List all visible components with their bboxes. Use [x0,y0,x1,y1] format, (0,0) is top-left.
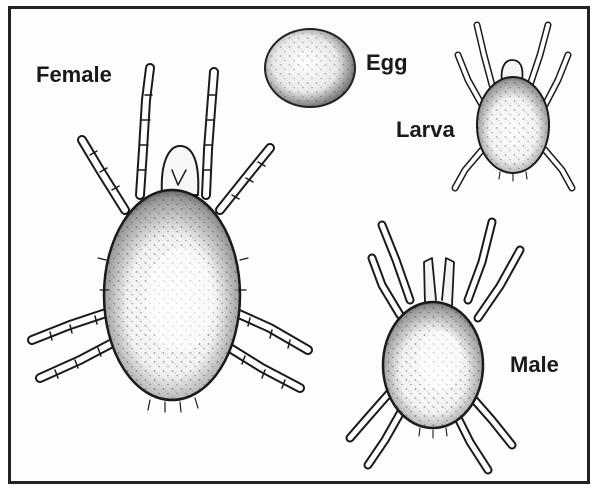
label-male: Male [510,352,559,378]
female-front-leg-right [203,72,216,195]
label-larva: Larva [396,117,455,143]
egg-drawing [265,29,355,107]
larva-mite-drawing [455,25,572,188]
female-mite-drawing [32,68,308,412]
female-second-leg-left [82,140,125,210]
female-second-leg-right [220,148,270,210]
label-egg: Egg [366,50,408,76]
male-mite-drawing [350,222,520,470]
label-female: Female [36,62,112,88]
female-front-leg-left [138,68,152,195]
